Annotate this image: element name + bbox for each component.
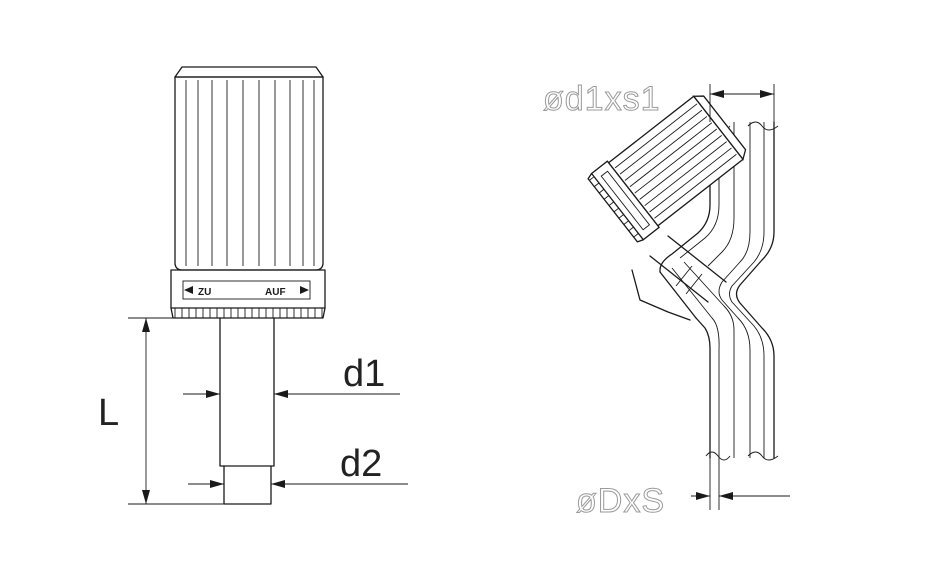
dimension-d2: d2 xyxy=(188,443,408,488)
band-ribs xyxy=(174,308,323,318)
dimension-d1: d1 xyxy=(183,353,400,398)
label-main-dim: øDxS xyxy=(576,482,665,520)
label-length: L xyxy=(98,392,119,434)
label-d2: d2 xyxy=(340,443,382,485)
open-arrow xyxy=(300,286,309,294)
close-label: ZU xyxy=(198,287,211,298)
pipe-wall-left xyxy=(659,121,711,459)
label-branch-dim: ød1xs1 xyxy=(543,80,661,118)
knob-ribs xyxy=(185,80,315,266)
indicator-band xyxy=(170,269,326,309)
knob-top-cap xyxy=(174,66,324,78)
valve-side-view: ZU AUF xyxy=(170,66,326,505)
pipe-wall-right xyxy=(735,121,775,459)
stem-d1 xyxy=(219,317,275,467)
dimension-main: øDxS xyxy=(576,458,790,521)
dimension-length: L xyxy=(98,317,224,505)
dimension-branch: ød1xs1 xyxy=(543,80,775,122)
open-label: AUF xyxy=(265,287,286,298)
label-d1: d1 xyxy=(343,353,385,395)
valve-head-angled xyxy=(587,95,747,243)
knob-body xyxy=(174,76,324,271)
pipe-assembly xyxy=(631,121,779,461)
close-arrow xyxy=(184,286,193,294)
spigot-d2 xyxy=(223,465,272,505)
indicator-window xyxy=(182,280,311,300)
